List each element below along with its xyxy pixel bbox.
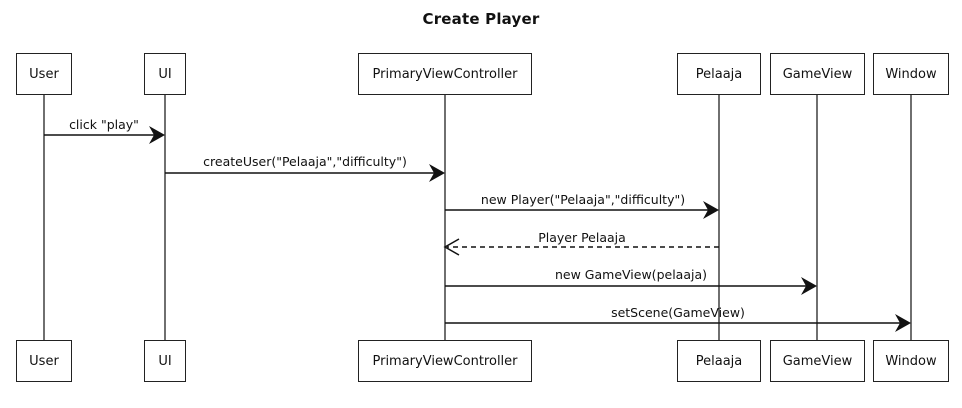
participant-primaryviewcontroller-top: PrimaryViewController: [358, 53, 532, 95]
message-label-player-pelaaja: Player Pelaaja: [538, 230, 626, 245]
message-arrowhead-0: [149, 126, 165, 144]
message-label-new-gameview: new GameView(pelaaja): [555, 267, 707, 282]
participant-window-bottom: Window: [873, 340, 949, 382]
message-label-create-user: createUser("Pelaaja","difficulty"): [203, 154, 407, 169]
participant-window-top: Window: [873, 53, 949, 95]
participant-user-bottom: User: [16, 340, 72, 382]
participant-pelaaja-bottom: Pelaaja: [677, 340, 761, 382]
diagram-title: Create Player: [422, 10, 540, 28]
message-arrowhead-3: [443, 238, 460, 256]
participant-ui-bottom: UI: [144, 340, 186, 382]
message-arrowhead-4: [801, 277, 817, 295]
message-label-new-player: new Player("Pelaaja","difficulty"): [480, 192, 686, 207]
participant-primaryviewcontroller-bottom: PrimaryViewController: [358, 340, 532, 382]
message-arrowhead-5: [895, 314, 911, 332]
message-label-click-play: click "play": [69, 117, 139, 132]
participant-pelaaja-top: Pelaaja: [677, 53, 761, 95]
participant-gameview-bottom: GameView: [770, 340, 865, 382]
message-label-set-scene: setScene(GameView): [611, 305, 745, 320]
message-arrowhead-1: [429, 164, 445, 182]
participant-gameview-top: GameView: [770, 53, 865, 95]
message-arrowhead-2: [703, 201, 719, 219]
participant-ui-top: UI: [144, 53, 186, 95]
participant-user-top: User: [16, 53, 72, 95]
